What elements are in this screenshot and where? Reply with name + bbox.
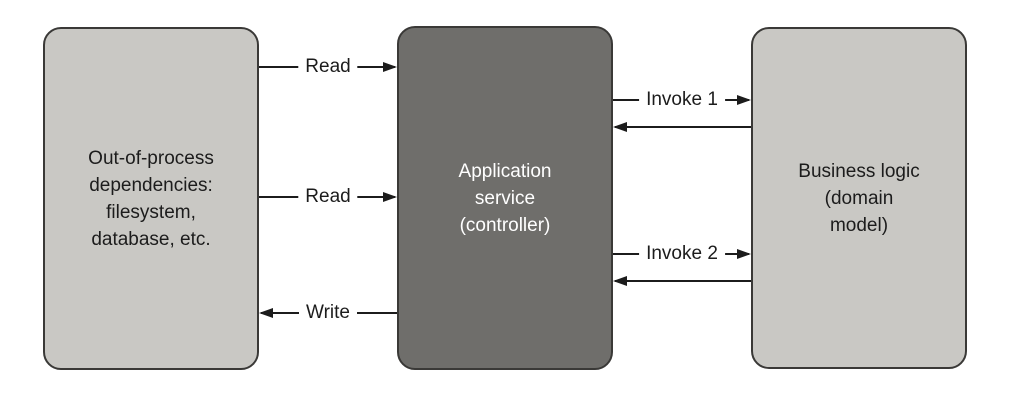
edge-return-1-line [615, 126, 751, 128]
arrowhead-right-icon [737, 95, 751, 105]
node-application-service: Application service (controller) [397, 26, 613, 370]
edge-invoke-1-label: Invoke 1 [639, 89, 725, 111]
edge-invoke-2-label: Invoke 2 [639, 243, 725, 265]
edge-read-1-label: Read [298, 56, 358, 78]
arrowhead-right-icon [383, 192, 397, 202]
arrowhead-right-icon [737, 249, 751, 259]
node-out-of-process-dependencies-label: Out-of-process dependencies: filesystem,… [88, 147, 214, 250]
arrowhead-left-icon [259, 308, 273, 318]
node-application-service-label: Application service (controller) [458, 160, 552, 236]
node-out-of-process-dependencies: Out-of-process dependencies: filesystem,… [43, 27, 259, 370]
edge-read-2-label: Read [298, 186, 358, 208]
node-business-logic-label: Business logic (domain model) [798, 160, 920, 236]
arrowhead-left-icon [613, 276, 627, 286]
arrowhead-left-icon [613, 122, 627, 132]
node-business-logic: Business logic (domain model) [751, 27, 967, 369]
edge-write-label: Write [299, 302, 357, 324]
edge-return-2-line [615, 280, 751, 282]
arrowhead-right-icon [383, 62, 397, 72]
